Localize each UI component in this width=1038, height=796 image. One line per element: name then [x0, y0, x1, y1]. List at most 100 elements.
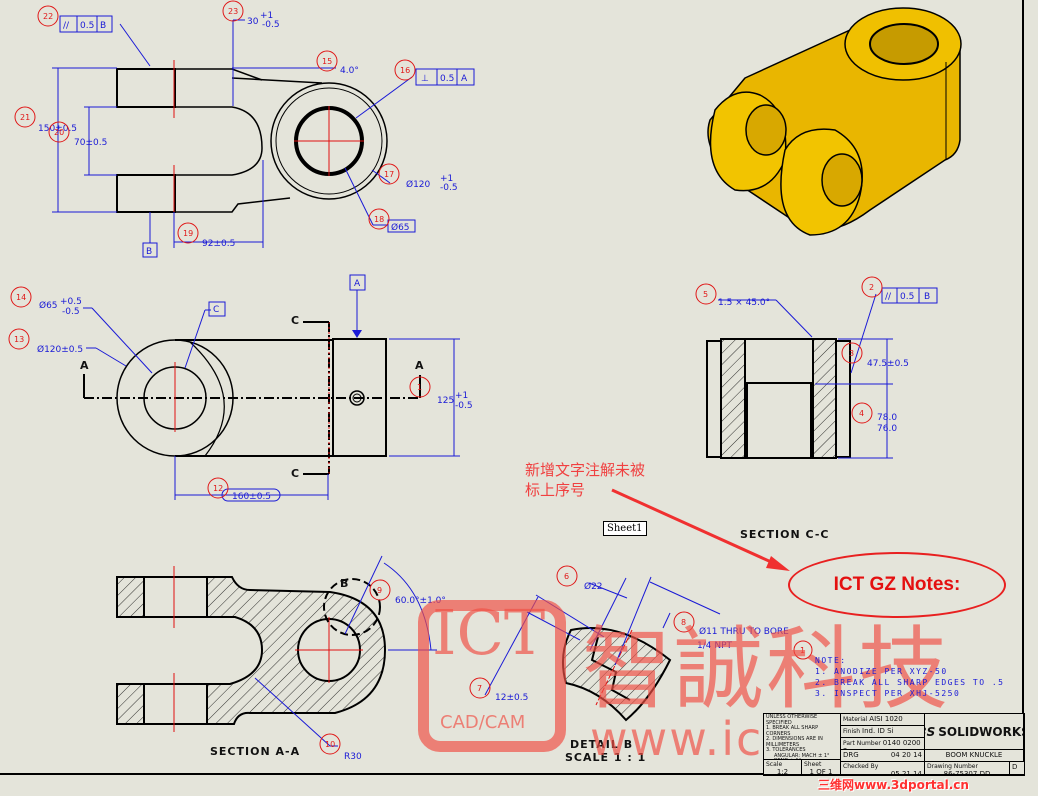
- sheet-tab[interactable]: Sheet1: [603, 521, 647, 536]
- drawn-by-cell: DRG 04 20 14: [841, 750, 925, 762]
- svg-text:-0.5: -0.5: [440, 183, 458, 193]
- svg-text:C: C: [213, 305, 219, 315]
- svg-text:18: 18: [374, 215, 384, 224]
- svg-text:60.0°±1.0°: 60.0°±1.0°: [395, 596, 446, 606]
- svg-text:SECTION C-C: SECTION C-C: [740, 528, 829, 541]
- svg-text:SCALE 1 : 1: SCALE 1 : 1: [565, 751, 646, 764]
- svg-text:9: 9: [377, 586, 382, 595]
- solidworks-logo: 3SSOLIDWORKS: [925, 714, 1024, 750]
- svg-text:A: A: [80, 359, 90, 372]
- note-item: 1. ANODIZE PER XYZ-50: [815, 667, 948, 676]
- svg-text:14: 14: [16, 293, 26, 302]
- svg-text:SECTION A-A: SECTION A-A: [210, 745, 300, 758]
- svg-text:0.5: 0.5: [440, 74, 454, 84]
- svg-text:C: C: [291, 467, 300, 480]
- chinese-annotation-line1: 新增文字注解未被: [525, 461, 646, 479]
- svg-text:70±0.5: 70±0.5: [74, 138, 107, 148]
- svg-text:R30: R30: [344, 752, 362, 762]
- svg-text:3: 3: [849, 349, 854, 358]
- svg-text:1.5 × 45.0°: 1.5 × 45.0°: [718, 298, 770, 308]
- section-aa-view: B 60.0°±1.0° R30 9 10 SECTION A-A: [116, 555, 446, 762]
- notes-balloon: [793, 640, 813, 660]
- svg-text:Ø120±0.5: Ø120±0.5: [37, 344, 83, 355]
- svg-text:Ø120: Ø120: [406, 179, 431, 190]
- svg-text:6: 6: [564, 572, 569, 581]
- datum-b-box: [142, 242, 158, 258]
- svg-text:76.0: 76.0: [877, 424, 897, 434]
- svg-text:+1: +1: [260, 11, 273, 21]
- front-view: C C A A A C Ø65 +0.5 -0.5 Ø120±0.5 160±0…: [8, 274, 473, 502]
- svg-text:B: B: [100, 21, 106, 31]
- svg-text:10: 10: [325, 740, 335, 749]
- svg-text:A: A: [354, 279, 361, 289]
- svg-text:0.5: 0.5: [80, 21, 94, 31]
- rev-cell: D: [1010, 762, 1024, 775]
- svg-text:20: 20: [54, 128, 64, 137]
- chinese-annotation-line2: 标上序号: [525, 481, 586, 499]
- finish-cell: Finish Ind. ID Si: [841, 726, 925, 738]
- svg-text://: //: [885, 292, 892, 302]
- svg-text:12±0.5: 12±0.5: [495, 693, 528, 703]
- description-cell: BOOM KNUCKLE: [925, 750, 1024, 762]
- svg-text:13: 13: [14, 335, 24, 344]
- svg-text:B: B: [146, 247, 152, 257]
- svg-text:DETAIL B: DETAIL B: [570, 738, 633, 751]
- svg-text:47.5±0.5: 47.5±0.5: [867, 359, 909, 369]
- svg-text:Ø65: Ø65: [391, 222, 410, 233]
- svg-text:Ø11 THRU TO BORE: Ø11 THRU TO BORE: [699, 626, 789, 637]
- 3dportal-watermark: 三维网www.3dportal.cn: [818, 778, 969, 792]
- top-view: // 0.5 B ⊥ 0.5 A B 150±0.5 70±0.5 92±0.5…: [14, 0, 475, 258]
- svg-text:17: 17: [384, 170, 394, 179]
- svg-text:160±0.5: 160±0.5: [232, 492, 271, 502]
- svg-text:78.0: 78.0: [877, 413, 897, 423]
- detail-b-view: Ø22 12±0.5 Ø11 THRU TO BORE 1/4 NPT 678 …: [469, 565, 789, 764]
- svg-text:-0.5: -0.5: [455, 401, 473, 411]
- material-cell: Material AISI 1020: [841, 714, 925, 726]
- annotation-arrow: [611, 488, 790, 571]
- svg-text:12: 12: [213, 484, 223, 493]
- gdt-parallel-frame: [59, 15, 113, 33]
- svg-text:-0.5: -0.5: [262, 20, 280, 30]
- svg-text:C: C: [291, 314, 300, 327]
- ict-gz-notes-label: ICT GZ Notes:: [833, 574, 961, 595]
- svg-text:1: 1: [417, 383, 422, 392]
- svg-text:1: 1: [800, 646, 805, 655]
- svg-text:Ø65: Ø65: [39, 300, 58, 311]
- svg-text:0.5: 0.5: [900, 292, 914, 302]
- svg-text://: //: [63, 21, 70, 31]
- svg-text:2: 2: [869, 283, 874, 292]
- svg-text:+0.5: +0.5: [60, 297, 82, 307]
- isometric-3d-view: [707, 7, 962, 236]
- svg-text:125: 125: [437, 396, 454, 406]
- svg-text:+1: +1: [455, 391, 468, 401]
- note-item: 3. INSPECT PER XHJ-5250: [815, 689, 961, 698]
- svg-text:4.0°: 4.0°: [340, 66, 359, 76]
- gdt-perpendicular-frame: [415, 68, 475, 86]
- section-cc-view: // 0.5 B 1.5 × 45.0° 47.5±0.5 78.0 76.0 …: [695, 276, 938, 541]
- chinese-annotation: 新增文字注解未被 标上序号: [525, 460, 645, 500]
- drawing-notes: NOTE: 1. ANODIZE PER XYZ-50 2. BREAK ALL…: [815, 655, 1005, 699]
- svg-text:19: 19: [183, 229, 193, 238]
- notes-title: NOTE:: [815, 656, 847, 665]
- svg-text:A: A: [461, 74, 468, 84]
- svg-text:22: 22: [43, 12, 53, 21]
- svg-text:7: 7: [477, 684, 482, 693]
- svg-text:16: 16: [400, 66, 410, 75]
- svg-text:92±0.5: 92±0.5: [202, 239, 235, 249]
- svg-text:4: 4: [859, 409, 864, 418]
- svg-text:B: B: [340, 577, 349, 590]
- svg-text:30: 30: [247, 17, 259, 27]
- svg-text:⊥: ⊥: [421, 74, 429, 84]
- svg-text:+1: +1: [440, 174, 453, 184]
- svg-text:8: 8: [681, 618, 686, 627]
- ict-gz-notes-callout: ICT GZ Notes:: [788, 552, 1006, 618]
- svg-text:Ø22: Ø22: [584, 581, 603, 592]
- svg-text:5: 5: [703, 290, 708, 299]
- svg-text:150±0.5: 150±0.5: [38, 124, 77, 134]
- svg-text:B: B: [924, 292, 930, 302]
